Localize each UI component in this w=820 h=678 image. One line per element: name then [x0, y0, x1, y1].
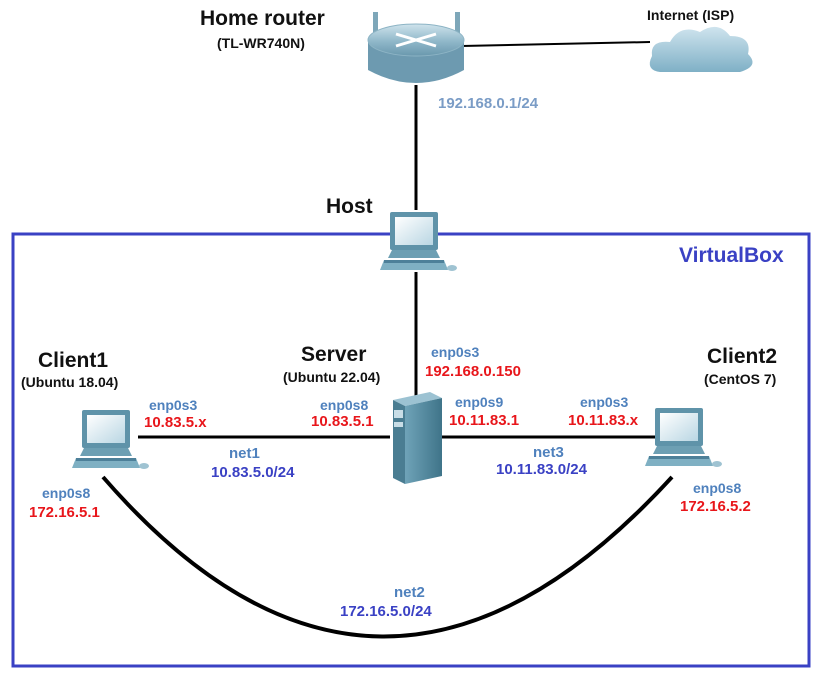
server-os: (Ubuntu 22.04) — [283, 369, 381, 385]
server-tower-icon — [393, 392, 442, 484]
router-name: Home router — [200, 7, 325, 30]
client2-name: Client2 — [707, 345, 778, 368]
router-ip: 192.168.0.1/24 — [438, 95, 539, 112]
net3-name: net3 — [533, 444, 564, 461]
net1-subnet: 10.83.5.0/24 — [211, 464, 295, 481]
client2-enp0s3-ip: 10.11.83.x — [568, 412, 639, 429]
server-enp0s9-ip: 10.11.83.1 — [449, 412, 520, 429]
virtualbox-label: VirtualBox — [679, 244, 784, 267]
link-net2 — [101, 475, 674, 639]
server-enp0s3-ip: 192.168.0.150 — [425, 363, 521, 380]
client1-enp0s8-ip: 172.16.5.1 — [29, 504, 100, 521]
internet-cloud-icon — [649, 26, 753, 72]
host-name: Host — [326, 195, 373, 218]
client1-enp0s8-iface: enp0s8 — [42, 485, 91, 501]
net2-name: net2 — [394, 584, 425, 601]
server-enp0s8-ip: 10.83.5.1 — [311, 413, 374, 430]
net3-subnet: 10.11.83.0/24 — [496, 461, 587, 478]
server-enp0s3-iface: enp0s3 — [431, 344, 480, 360]
net2-subnet: 172.16.5.0/24 — [340, 603, 432, 620]
client2-enp0s3-iface: enp0s3 — [580, 394, 629, 410]
client1-name: Client1 — [38, 349, 109, 372]
server-name: Server — [301, 343, 367, 366]
client1-enp0s3-iface: enp0s3 — [149, 397, 198, 413]
server-enp0s8-iface: enp0s8 — [320, 397, 369, 413]
client1-os: (Ubuntu 18.04) — [21, 374, 119, 390]
client2-os: (CentOS 7) — [704, 371, 777, 387]
internet-label: Internet (ISP) — [647, 7, 735, 23]
client1-enp0s3-ip: 10.83.5.x — [144, 414, 207, 431]
client2-pc-icon — [645, 408, 722, 467]
net1-name: net1 — [229, 445, 260, 462]
link-router-internet — [461, 41, 651, 47]
client2-enp0s8-iface: enp0s8 — [693, 480, 742, 496]
client2-enp0s8-ip: 172.16.5.2 — [680, 498, 751, 515]
router-model: (TL-WR740N) — [217, 35, 305, 51]
server-enp0s9-iface: enp0s9 — [455, 394, 504, 410]
router-icon — [367, 12, 465, 83]
client1-pc-icon — [72, 410, 149, 469]
host-pc-icon — [380, 212, 457, 271]
